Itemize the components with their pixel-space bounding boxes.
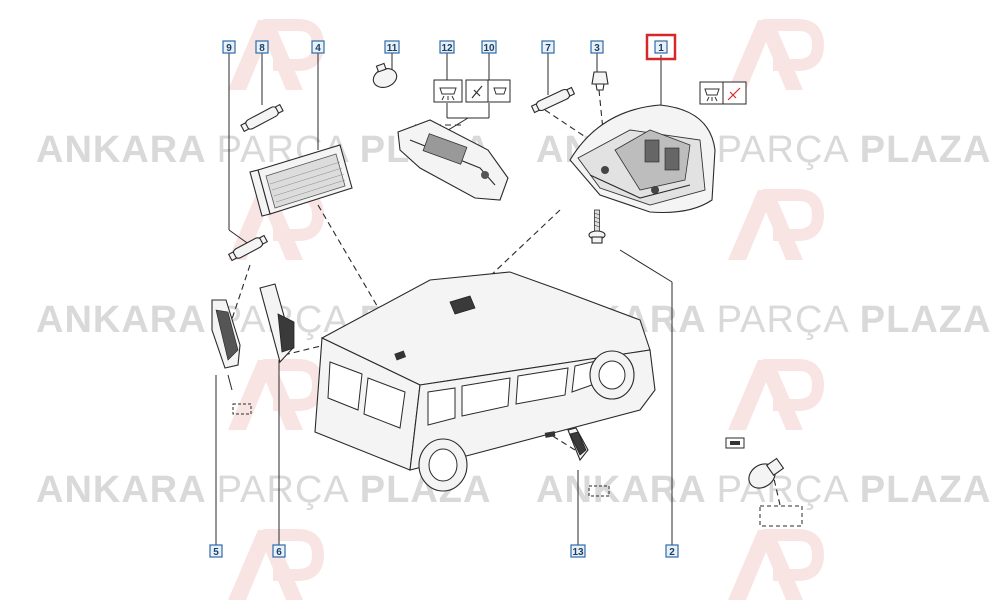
watermark-logo (728, 19, 825, 90)
callout-label: 10 (483, 43, 495, 54)
callout-label: 6 (276, 547, 282, 558)
map-light-housing (397, 119, 509, 201)
watermark-logo (728, 529, 825, 600)
callout-label: 9 (226, 43, 232, 54)
retaining-clip-3 (591, 71, 609, 91)
screw-2 (588, 209, 606, 244)
watermark-brand-bold2: PLAZA (860, 129, 992, 171)
icon-pair-12-10 (433, 79, 511, 103)
callout-4[interactable]: 4 (311, 40, 325, 54)
callout-9[interactable]: 9 (222, 40, 236, 54)
ceiling-light-assembly-1 (569, 104, 716, 213)
watermark-brand-light: PARÇA (717, 129, 850, 171)
watermark-brand-bold: ANKARA (536, 469, 707, 511)
selected-highlight (645, 33, 677, 61)
watermark-brand-light: PARÇA (717, 299, 850, 341)
callout-10[interactable]: 10 (481, 40, 497, 54)
callout-label: 2 (669, 547, 675, 558)
callout-3[interactable]: 3 (590, 40, 604, 54)
watermark-logo (728, 189, 825, 260)
watermark-brand-light: PARÇA (217, 469, 350, 511)
watermark-brand-bold: ANKARA (36, 469, 207, 511)
bayonet-bulb (725, 437, 803, 527)
side-lamp-5 (211, 299, 252, 415)
icon-pair-1 (699, 81, 747, 105)
watermark-brand-bold: ANKARA (36, 129, 207, 171)
callout-label: 13 (572, 547, 584, 558)
watermark-brand-bold: ANKARA (36, 299, 207, 341)
callout-label: 3 (594, 43, 600, 54)
callout-1[interactable]: 1 (645, 33, 677, 61)
callout-7[interactable]: 7 (541, 40, 555, 54)
watermark-logo (228, 529, 325, 600)
callout-6[interactable]: 6 (272, 544, 286, 558)
watermark-brand-bold2: PLAZA (860, 469, 992, 511)
wedge-bulb-11 (372, 62, 398, 88)
watermark-logo (728, 359, 825, 430)
callout-8[interactable]: 8 (255, 40, 269, 54)
side-marker-13 (567, 427, 610, 497)
watermark-logo (228, 359, 325, 430)
callout-2[interactable]: 2 (665, 544, 679, 558)
watermark-brand-bold2: PLAZA (860, 299, 992, 341)
festoon-bulb-7 (530, 86, 576, 114)
callout-13[interactable]: 13 (570, 544, 586, 558)
callout-label: 8 (259, 43, 265, 54)
leader-lines (215, 53, 673, 545)
callout-label: 7 (545, 43, 551, 54)
side-lamp-6 (259, 283, 295, 364)
callout-12[interactable]: 12 (439, 40, 455, 54)
callout-5[interactable]: 5 (209, 544, 223, 558)
callout-11[interactable]: 11 (384, 40, 400, 54)
callout-label: 12 (441, 43, 453, 54)
festoon-bulb-9 (227, 234, 269, 262)
watermark-brand-light: PARÇA (717, 469, 850, 511)
callout-label: 11 (387, 43, 398, 54)
callout-label: 4 (315, 43, 321, 54)
callout-label: 5 (213, 547, 219, 558)
festoon-bulb-8 (240, 103, 284, 133)
watermark-logo (228, 19, 325, 90)
interior-lamp-4 (249, 144, 353, 217)
callout-label: 1 (658, 43, 664, 54)
van-body (314, 271, 656, 492)
